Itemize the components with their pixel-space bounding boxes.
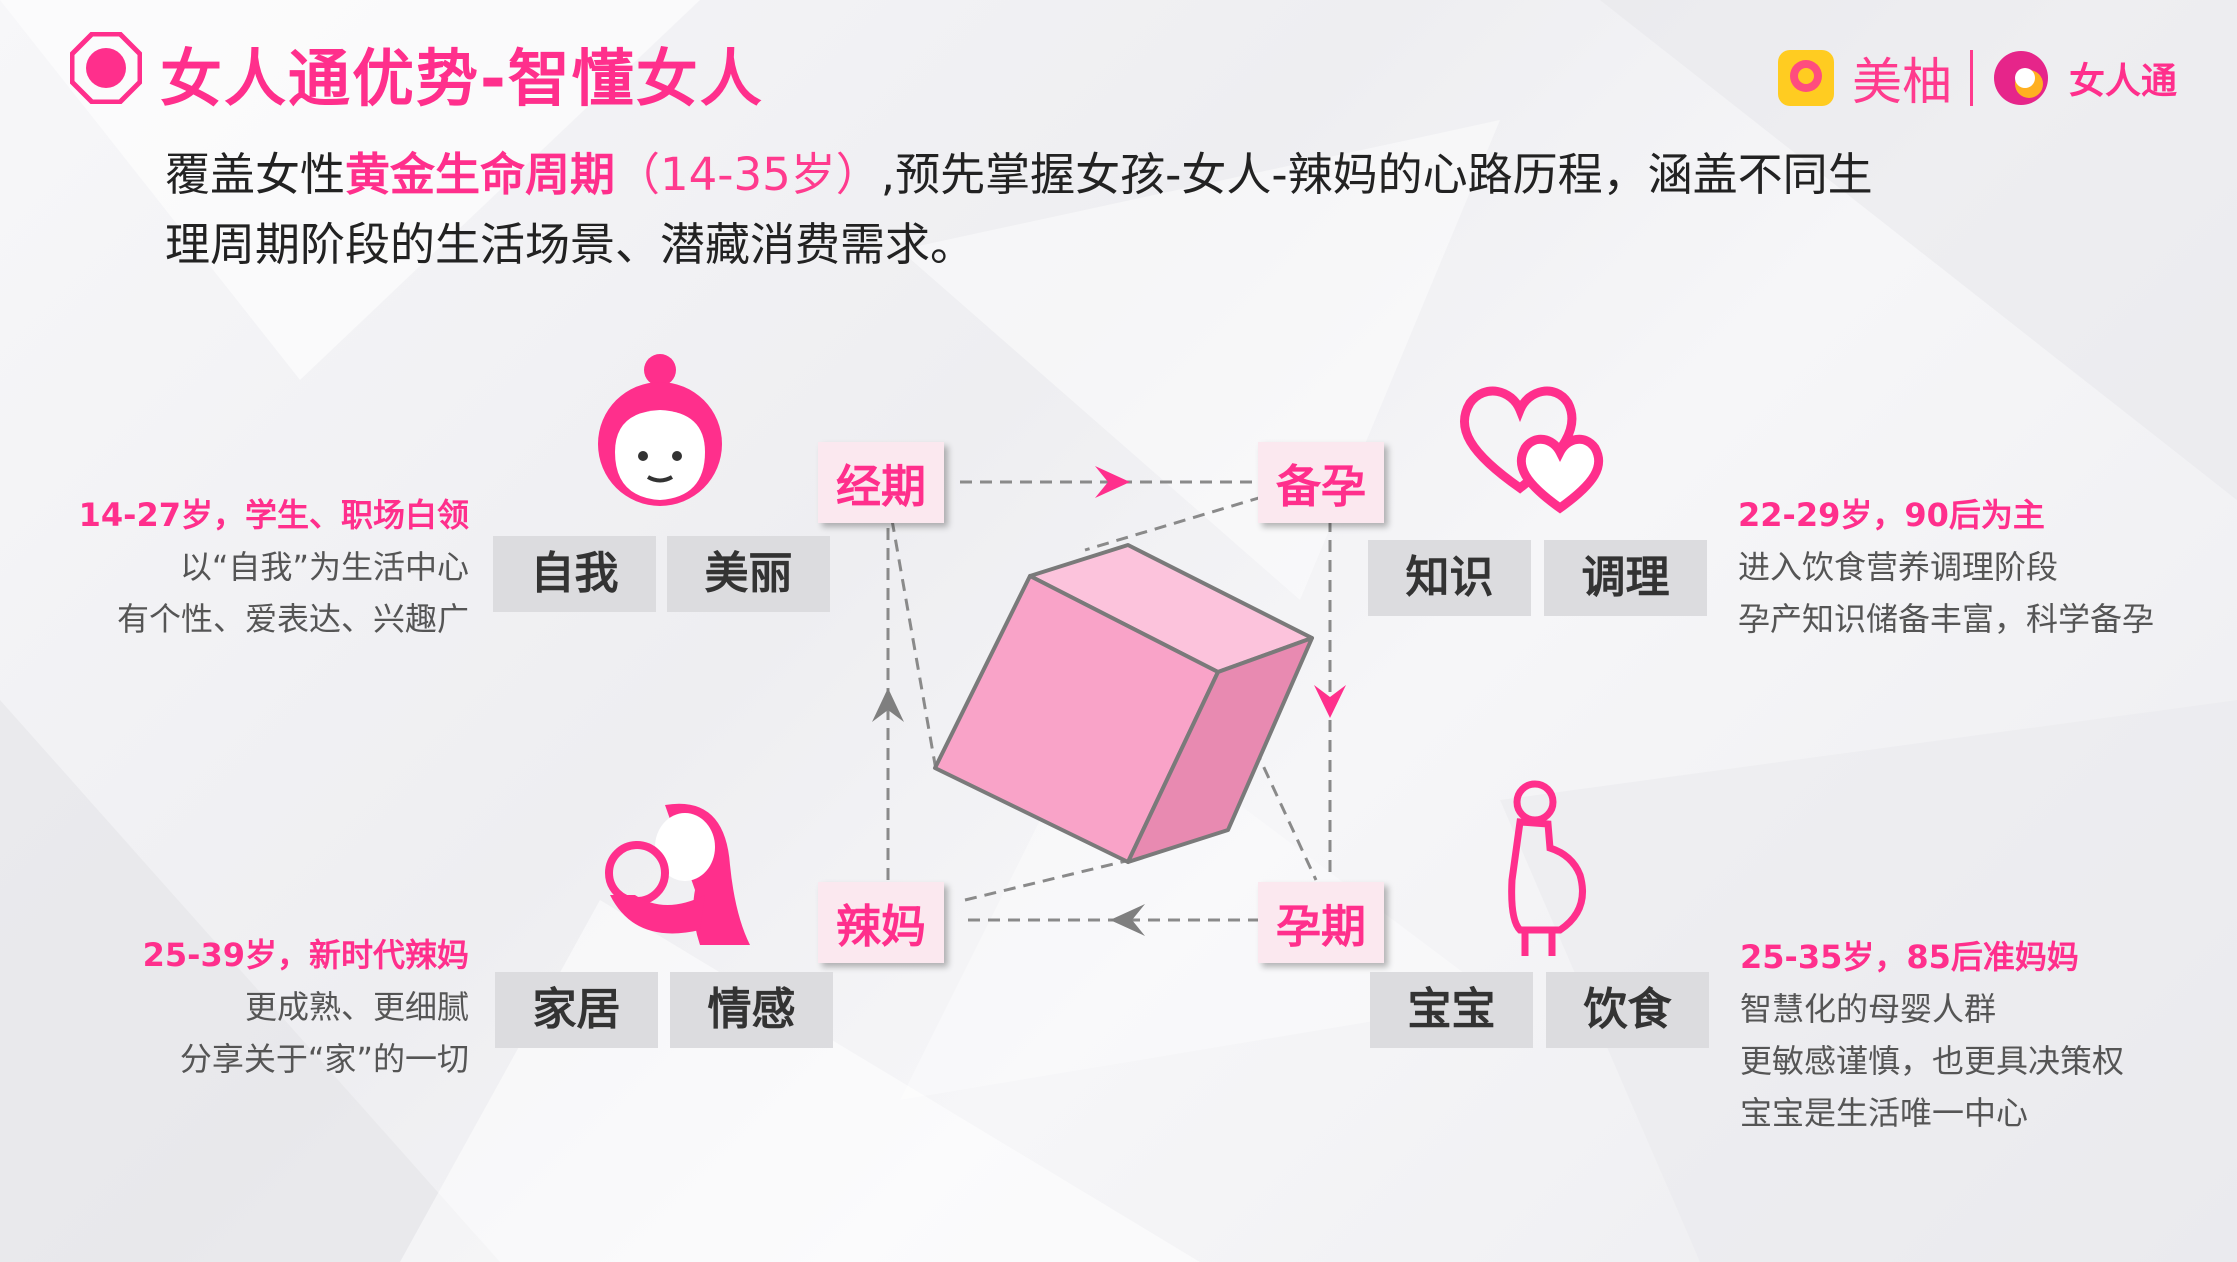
brand-bar: 美柚 女人通 (1777, 42, 2177, 114)
stage-label-1: 经期 (818, 442, 945, 523)
intro-text: 覆盖女性黄金生命周期（14-35岁）,预先掌握女孩-女人-辣妈的心路历程，涵盖不… (165, 140, 2015, 280)
segment-line: 以“自我”为生活中心 (179, 548, 469, 586)
tag-knowledge: 知识 (1368, 540, 1531, 616)
arrow-icon (1314, 685, 1346, 718)
cube-icon (933, 543, 1314, 864)
brand-divider (1969, 50, 1973, 106)
segment-line: 宝宝是生活唯一中心 (1740, 1094, 2029, 1132)
segment-line: 智慧化的母婴人群 (1740, 990, 1997, 1028)
page-title: 女人通优势-智懂女人 (160, 42, 764, 115)
segment-head-bottom-left: 25-39岁，新时代辣妈 (142, 936, 469, 974)
arrow-icon (1110, 904, 1145, 936)
tag-self: 自我 (493, 536, 656, 612)
stage-label-2: 备孕 (1258, 442, 1385, 523)
arrow-icon (872, 688, 904, 722)
intro-line2: 理周期阶段的生活场景、潜藏消费需求。 (165, 218, 976, 271)
stage-label-4: 辣妈 (818, 882, 945, 963)
meiyou-logo-icon (1777, 50, 1834, 106)
segment-line: 更敏感谨慎，也更具决策权 (1740, 1042, 2125, 1080)
segment-line: 孕产知识储备丰富，科学备孕 (1738, 600, 2155, 638)
arrow-icon (1095, 466, 1130, 498)
segment-head-top-left: 14-27岁，学生、职场白领 (78, 496, 469, 534)
tag-conditioning: 调理 (1544, 540, 1707, 616)
stage-label-3: 孕期 (1258, 882, 1385, 963)
segment-head-bottom-right: 25-35岁，85后准妈妈 (1740, 938, 2079, 976)
segment-line: 分享关于“家”的一切 (179, 1040, 469, 1078)
tag-diet: 饮食 (1546, 972, 1709, 1048)
nvrentong-logo-icon (1993, 51, 2048, 105)
intro-age: （14-35岁） (615, 148, 881, 201)
intro-part1: 覆盖女性 (165, 148, 346, 201)
segment-line: 有个性、爱表达、兴趣广 (116, 600, 469, 638)
segment-head-top-right: 22-29岁，90后为主 (1738, 496, 2045, 534)
intro-part2: ,预先掌握女孩-女人-辣妈的心路历程，涵盖不同生 (880, 148, 1873, 201)
tag-baby: 宝宝 (1370, 972, 1533, 1048)
brand-name-nvrentong: 女人通 (2068, 61, 2177, 102)
segment-line: 进入饮食营养调理阶段 (1738, 548, 2059, 586)
tag-beauty: 美丽 (667, 536, 830, 612)
tag-home: 家居 (495, 972, 658, 1048)
intro-highlight: 黄金生命周期 (345, 148, 616, 201)
hearts-icon (1460, 386, 1604, 514)
target-icon (70, 32, 142, 104)
girl-face-icon (598, 354, 722, 506)
tag-emotion: 情感 (670, 972, 833, 1048)
brand-name-meiyou: 美柚 (1851, 53, 1952, 111)
pregnant-woman-icon (1508, 780, 1586, 956)
mother-baby-icon (605, 803, 750, 945)
segment-line: 更成熟、更细腻 (244, 988, 469, 1026)
